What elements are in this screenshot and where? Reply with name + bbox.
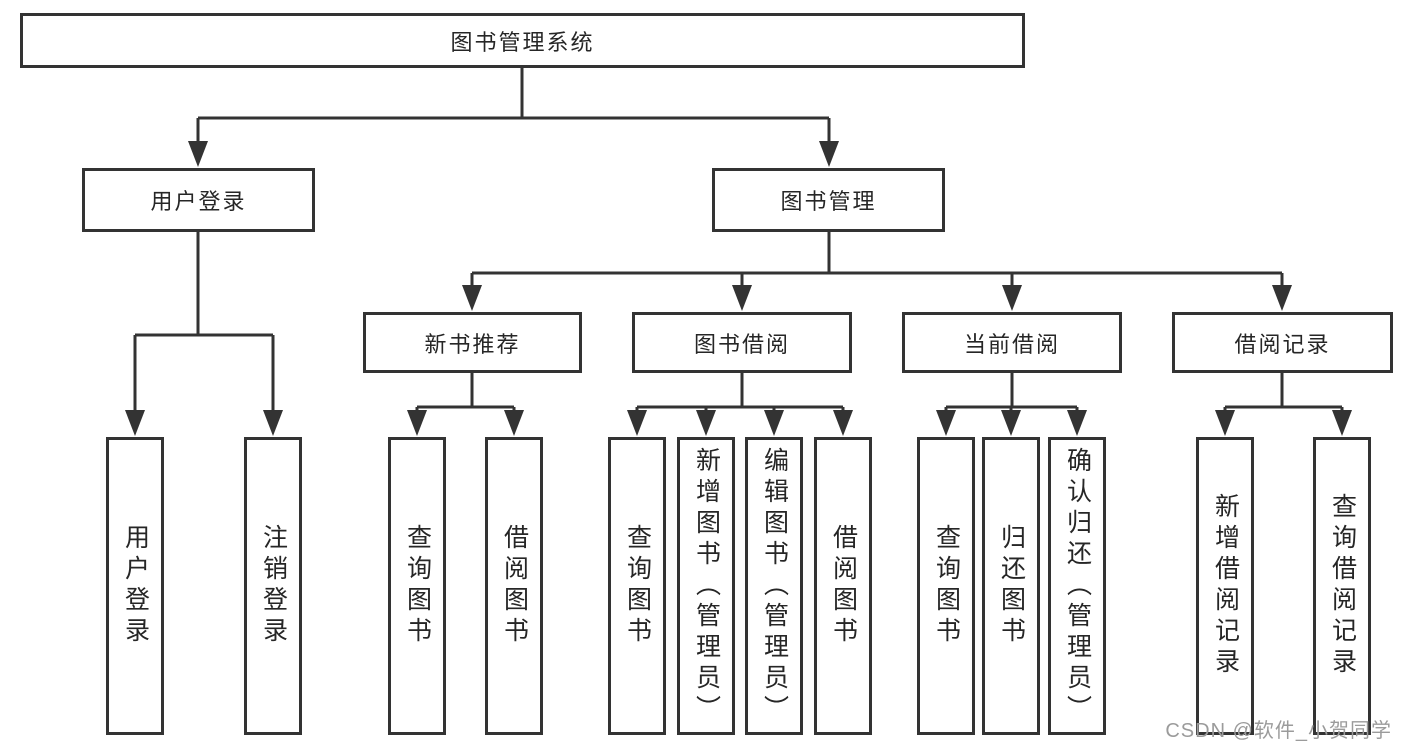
node-label: 用户登录	[121, 524, 150, 648]
leaf-edit-book-admin: 编辑图书（管理员）	[745, 437, 803, 735]
node-label: 确认归还（管理员）	[1063, 446, 1092, 726]
leaf-logout: 注销登录	[244, 437, 302, 735]
leaf-query-books-borrowing: 查询图书	[608, 437, 666, 735]
node-library-management-system: 图书管理系统	[20, 13, 1025, 68]
node-label: 查询借阅记录	[1328, 493, 1357, 679]
node-label: 新书推荐	[424, 331, 521, 357]
leaf-query-borrow-record: 查询借阅记录	[1313, 437, 1371, 735]
leaf-add-borrow-record: 新增借阅记录	[1196, 437, 1254, 735]
node-label: 查询图书	[932, 524, 961, 648]
node-label: 查询图书	[403, 524, 432, 648]
leaf-return-books: 归还图书	[982, 437, 1040, 735]
node-book-borrowing: 图书借阅	[632, 312, 852, 373]
node-label: 图书管理系统	[450, 29, 595, 55]
node-label: 新增图书（管理员）	[692, 446, 721, 726]
csdn-watermark: CSDN @软件_小贺同学	[1165, 720, 1392, 742]
leaf-confirm-return-admin: 确认归还（管理员）	[1048, 437, 1106, 735]
leaf-borrow-books-borrowing: 借阅图书	[814, 437, 872, 735]
node-label: 注销登录	[259, 524, 288, 648]
node-borrowing-records: 借阅记录	[1172, 312, 1393, 373]
node-book-management: 图书管理	[712, 168, 945, 232]
node-label: 借阅图书	[829, 524, 858, 648]
node-label: 当前借阅	[963, 331, 1060, 357]
leaf-add-book-admin: 新增图书（管理员）	[677, 437, 735, 735]
node-label: 新增借阅记录	[1211, 493, 1240, 679]
node-label: 编辑图书（管理员）	[760, 446, 789, 726]
node-label: 查询图书	[623, 524, 652, 648]
node-user-login: 用户登录	[82, 168, 315, 232]
node-label: 用户登录	[150, 189, 247, 214]
node-label: 图书管理	[780, 189, 877, 214]
node-new-book-recommendation: 新书推荐	[363, 312, 582, 373]
node-label: 借阅图书	[500, 524, 529, 648]
leaf-user-login: 用户登录	[106, 437, 164, 735]
leaf-query-books-recommend: 查询图书	[388, 437, 446, 735]
node-label: 归还图书	[997, 524, 1026, 648]
node-current-borrowing: 当前借阅	[902, 312, 1122, 373]
node-label: 借阅记录	[1234, 331, 1331, 357]
node-label: 图书借阅	[693, 331, 790, 357]
leaf-query-books-current: 查询图书	[917, 437, 975, 735]
leaf-borrow-books-recommend: 借阅图书	[485, 437, 543, 735]
